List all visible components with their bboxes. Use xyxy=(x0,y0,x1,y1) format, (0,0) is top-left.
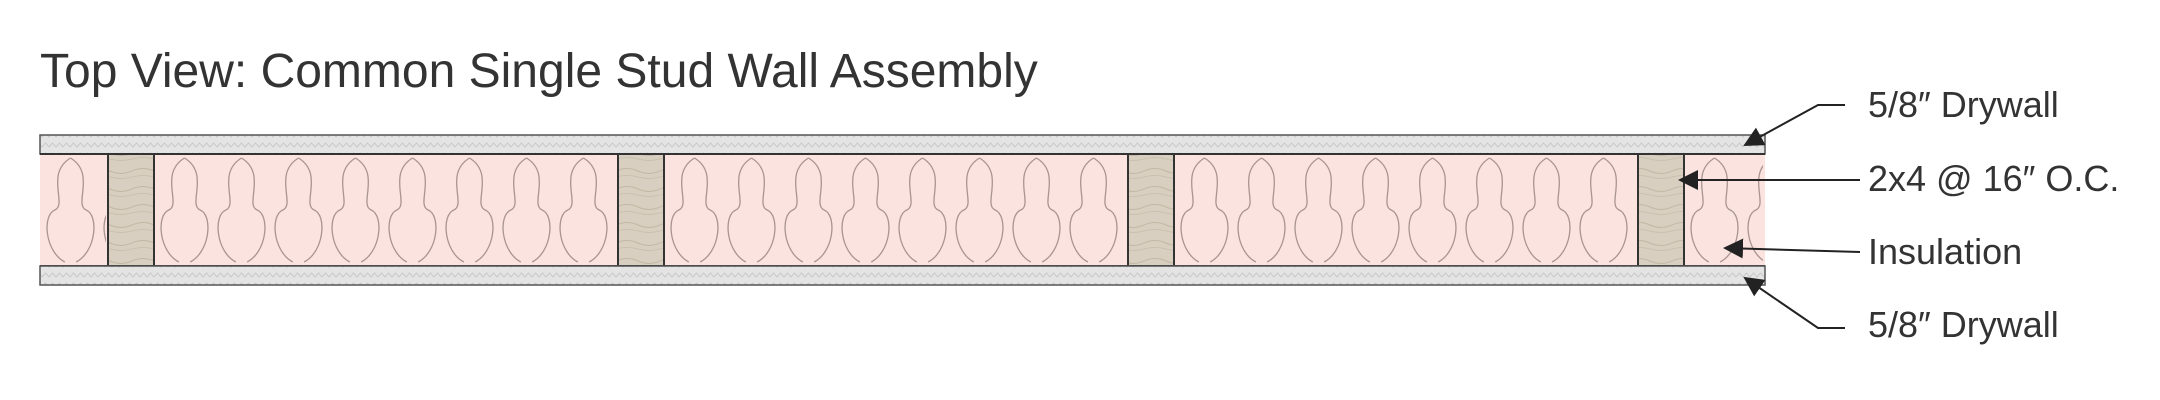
insulation-batt-curve xyxy=(70,157,106,263)
insulation-batt-curve xyxy=(1093,157,1118,263)
studs xyxy=(107,153,1685,267)
stud xyxy=(1637,153,1685,267)
insulation-batt-curve xyxy=(865,157,923,263)
label-drywall-bottom: 5/8″ Drywall xyxy=(1868,304,2059,345)
insulation-batt-curve xyxy=(1204,157,1262,263)
insulation-batt-curve xyxy=(412,157,470,263)
insulation-batt-curve xyxy=(922,157,980,263)
leader-drywall-top xyxy=(1743,104,1845,146)
insulation-batt-curve xyxy=(1546,157,1604,263)
insulation-batt-curve xyxy=(1180,157,1205,263)
stud xyxy=(1127,153,1175,267)
insulation-batt-curve xyxy=(1036,157,1094,263)
insulation-batt-curve xyxy=(1772,158,1829,262)
insulation-batt-curve xyxy=(583,157,608,263)
label-insulation: Insulation xyxy=(1868,231,2022,272)
insulation-batt-curve xyxy=(979,157,1037,263)
insulation-batt-curve xyxy=(1603,157,1628,263)
insulation-batt-curve xyxy=(1690,157,1715,263)
insulation-batt-curve xyxy=(184,157,242,263)
insulation-batt-curve xyxy=(1432,157,1490,263)
stud xyxy=(617,153,665,267)
insulation-batt-curve xyxy=(694,157,752,263)
insulation-batt-pattern xyxy=(46,157,1829,263)
stud xyxy=(107,153,155,267)
insulation-batt-curve xyxy=(526,157,584,263)
label-drywall-top: 5/8″ Drywall xyxy=(1868,84,2059,125)
diagram-title: Top View: Common Single Stud Wall Assemb… xyxy=(40,45,1038,98)
label-stud: 2x4 @ 16″ O.C. xyxy=(1868,158,2119,199)
insulation-batt-curve xyxy=(160,157,185,263)
insulation-batt-curve xyxy=(808,157,866,263)
leader-drywall-bottom xyxy=(1743,276,1845,329)
insulation-batt-curve xyxy=(1261,157,1319,263)
insulation-batt-curve xyxy=(751,157,809,263)
insulation-batt-curve xyxy=(1318,157,1376,263)
insulation-batt-curve xyxy=(355,157,413,263)
insulation-batt-curve xyxy=(469,157,527,263)
insulation-batt-curve xyxy=(298,157,356,263)
drywall-top-layer xyxy=(39,134,1766,155)
insulation-batt-curve xyxy=(670,157,695,263)
insulation-batt-curve xyxy=(46,157,71,263)
insulation-batt-curve xyxy=(1489,157,1547,263)
insulation-batt-curve xyxy=(1375,157,1433,263)
leader-insulation xyxy=(1723,238,1861,259)
insulation-layer xyxy=(40,153,1829,267)
insulation-batt-curve xyxy=(241,157,299,263)
callout-leaders xyxy=(1678,104,1861,329)
drywall-bottom-layer xyxy=(39,265,1766,286)
